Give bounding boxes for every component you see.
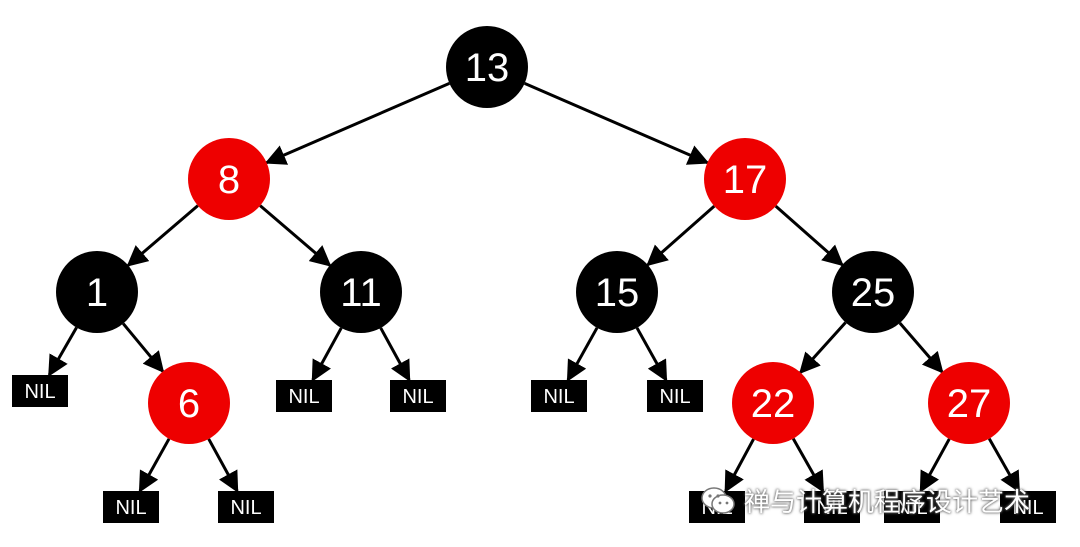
edge-n6-nil6b — [207, 438, 239, 493]
node-label: 17 — [723, 158, 768, 202]
edge-n17-n25 — [774, 205, 844, 267]
edge-n6-nil6a — [138, 438, 171, 493]
nil-box — [804, 491, 860, 523]
node-label: 6 — [178, 382, 200, 426]
node-label: 25 — [851, 271, 896, 315]
nil-leaf: NIL — [804, 491, 860, 523]
edge-n15-nil15a — [566, 327, 599, 382]
watermark: 禅与计算机程序设计艺术 — [700, 482, 1030, 519]
node-circle-red — [188, 138, 270, 220]
edge-n13-n17 — [524, 81, 710, 165]
node-circle-red — [704, 138, 786, 220]
node-circle-black — [320, 251, 402, 333]
edge-n27-nil27a — [919, 438, 951, 493]
node-label: 8 — [218, 158, 240, 202]
nil-label: NIL — [543, 386, 574, 408]
node-label: 22 — [751, 382, 796, 426]
nil-leaf: NIL — [647, 380, 703, 412]
edge-n22-nil22a — [724, 438, 755, 493]
nil-label: NIL — [230, 497, 261, 519]
nil-leaf: NIL — [276, 380, 332, 412]
nil-label: NIL — [1012, 497, 1043, 519]
edge-n11-nil11b — [379, 327, 411, 382]
nil-box — [218, 491, 274, 523]
nil-leaf: NIL — [218, 491, 274, 523]
nil-box — [1000, 491, 1056, 523]
nil-leaf: NIL — [531, 380, 587, 412]
tree-node-6: 6 — [148, 362, 230, 444]
tree-node-27: 27 — [928, 362, 1010, 444]
tree-node-22: 22 — [732, 362, 814, 444]
node-circle-black — [832, 251, 914, 333]
nil-label: NIL — [115, 497, 146, 519]
edge-n1-nil1a — [47, 326, 78, 377]
nil-label: NIL — [816, 497, 847, 519]
edge-n11-nil11a — [311, 327, 343, 382]
nil-box — [531, 380, 587, 412]
tree-node-17: 17 — [704, 138, 786, 220]
edge-n22-nil22b — [791, 437, 825, 493]
node-circle-red — [732, 362, 814, 444]
tree-node-11: 11 — [320, 251, 402, 333]
node-label: 13 — [465, 46, 510, 90]
watermark-text: 禅与计算机程序设计艺术 — [744, 488, 1031, 518]
node-circle-black — [576, 251, 658, 333]
tree-node-15: 15 — [576, 251, 658, 333]
edge-n17-n15 — [646, 205, 716, 267]
nil-box — [884, 491, 940, 523]
nil-label: NIL — [402, 386, 433, 408]
nil-leaf: NIL — [884, 491, 940, 523]
tree-node-13: 13 — [446, 26, 528, 108]
nil-leaf: NIL — [390, 380, 446, 412]
nil-box — [390, 380, 446, 412]
nil-box — [276, 380, 332, 412]
edge-n1-n6 — [122, 322, 165, 374]
node-circle-black — [56, 251, 138, 333]
nil-leaf: NIL — [103, 491, 159, 523]
edge-n8-n11 — [259, 204, 332, 267]
nil-label: NIL — [659, 386, 690, 408]
node-circle-black — [446, 26, 528, 108]
nil-leaf: NIL — [12, 375, 68, 407]
nil-label: NIL — [288, 386, 319, 408]
nil-box — [12, 375, 68, 407]
edge-n25-n27 — [898, 322, 944, 374]
edge-n25-n22 — [799, 321, 847, 375]
node-circle-red — [148, 362, 230, 444]
edge-n8-n1 — [126, 204, 199, 267]
edge-n13-n8 — [264, 81, 450, 165]
edge-n15-nil15b — [635, 327, 668, 382]
node-label: 27 — [947, 382, 992, 426]
edge-n27-nil27b — [987, 437, 1021, 493]
nil-box — [647, 380, 703, 412]
edges-layer — [47, 81, 1021, 493]
node-label: 15 — [595, 271, 640, 315]
tree-node-8: 8 — [188, 138, 270, 220]
nil-label: NIL — [896, 497, 927, 519]
tree-node-1: 1 — [56, 251, 138, 333]
wechat-icon — [700, 486, 736, 516]
nil-box — [103, 491, 159, 523]
nil-leaf: NIL — [1000, 491, 1056, 523]
nil-label: NIL — [24, 381, 55, 403]
node-label: 11 — [340, 271, 382, 315]
node-label: 1 — [86, 271, 108, 315]
tree-node-25: 25 — [832, 251, 914, 333]
node-circle-red — [928, 362, 1010, 444]
